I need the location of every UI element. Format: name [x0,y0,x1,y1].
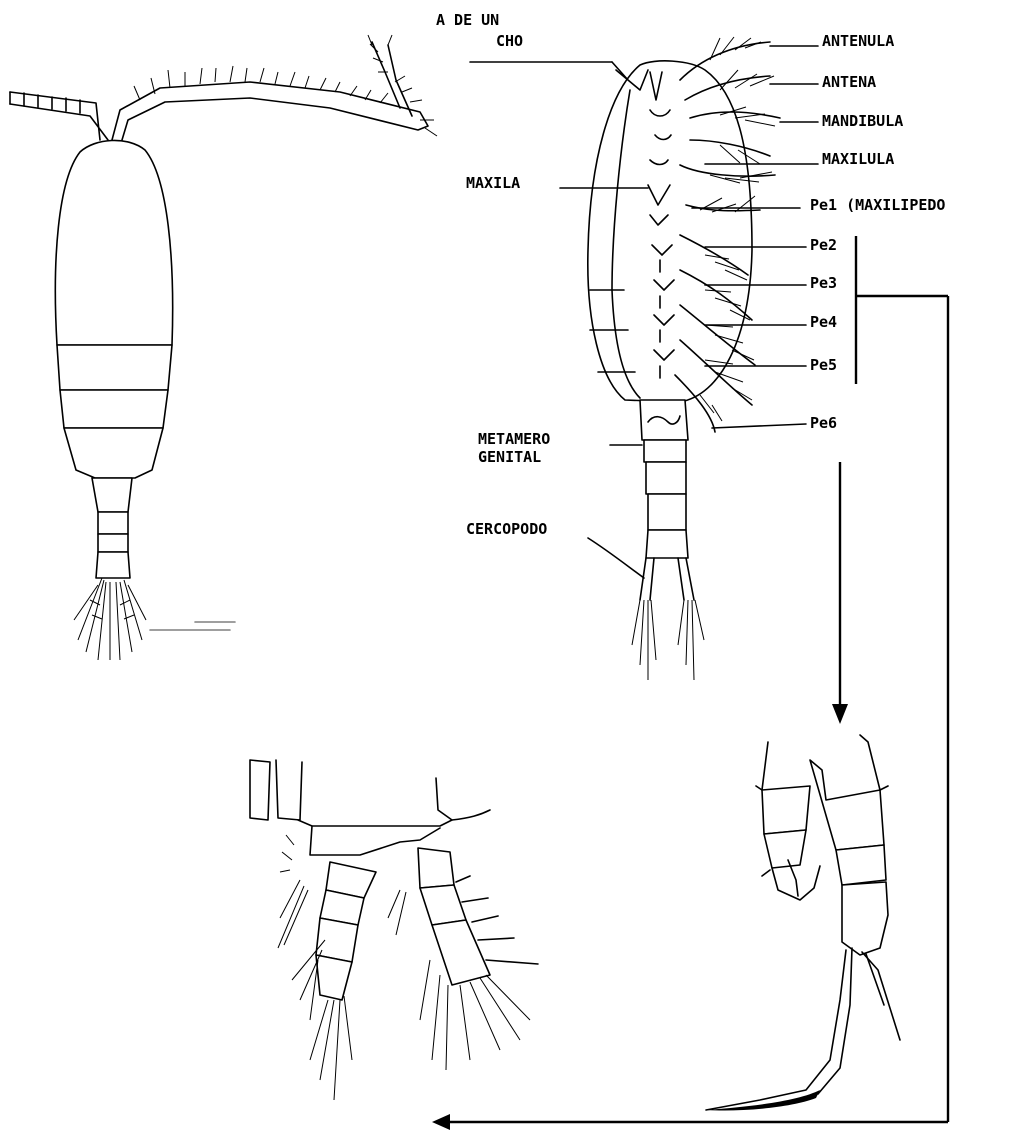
label-mandibula: MANDIBULA [822,112,903,130]
label-pe1: Pe1 (MAXILIPEDO [810,196,945,214]
label-top-left: A DE UN [436,11,499,29]
label-pe2: Pe2 [810,236,837,254]
label-maxila: MAXILA [466,174,520,192]
label-cercopodo: CERCOPODO [466,520,547,538]
fifth-leg-detail [706,735,900,1111]
label-top-left-2: CHO [496,32,523,50]
ventral-copepod-figure [588,37,780,680]
label-genital: GENITAL [478,448,541,466]
label-antenula: ANTENULA [822,32,894,50]
dorsal-copepod-figure [10,35,437,660]
label-antena: ANTENA [822,73,876,91]
label-metamero: METAMERO [478,430,550,448]
label-pe3: Pe3 [810,274,837,292]
swimming-leg-detail [250,760,538,1100]
label-pe4: Pe4 [810,313,837,331]
label-pe6: Pe6 [810,414,837,432]
label-pe5: Pe5 [810,356,837,374]
label-maxilula: MAXILULA [822,150,894,168]
